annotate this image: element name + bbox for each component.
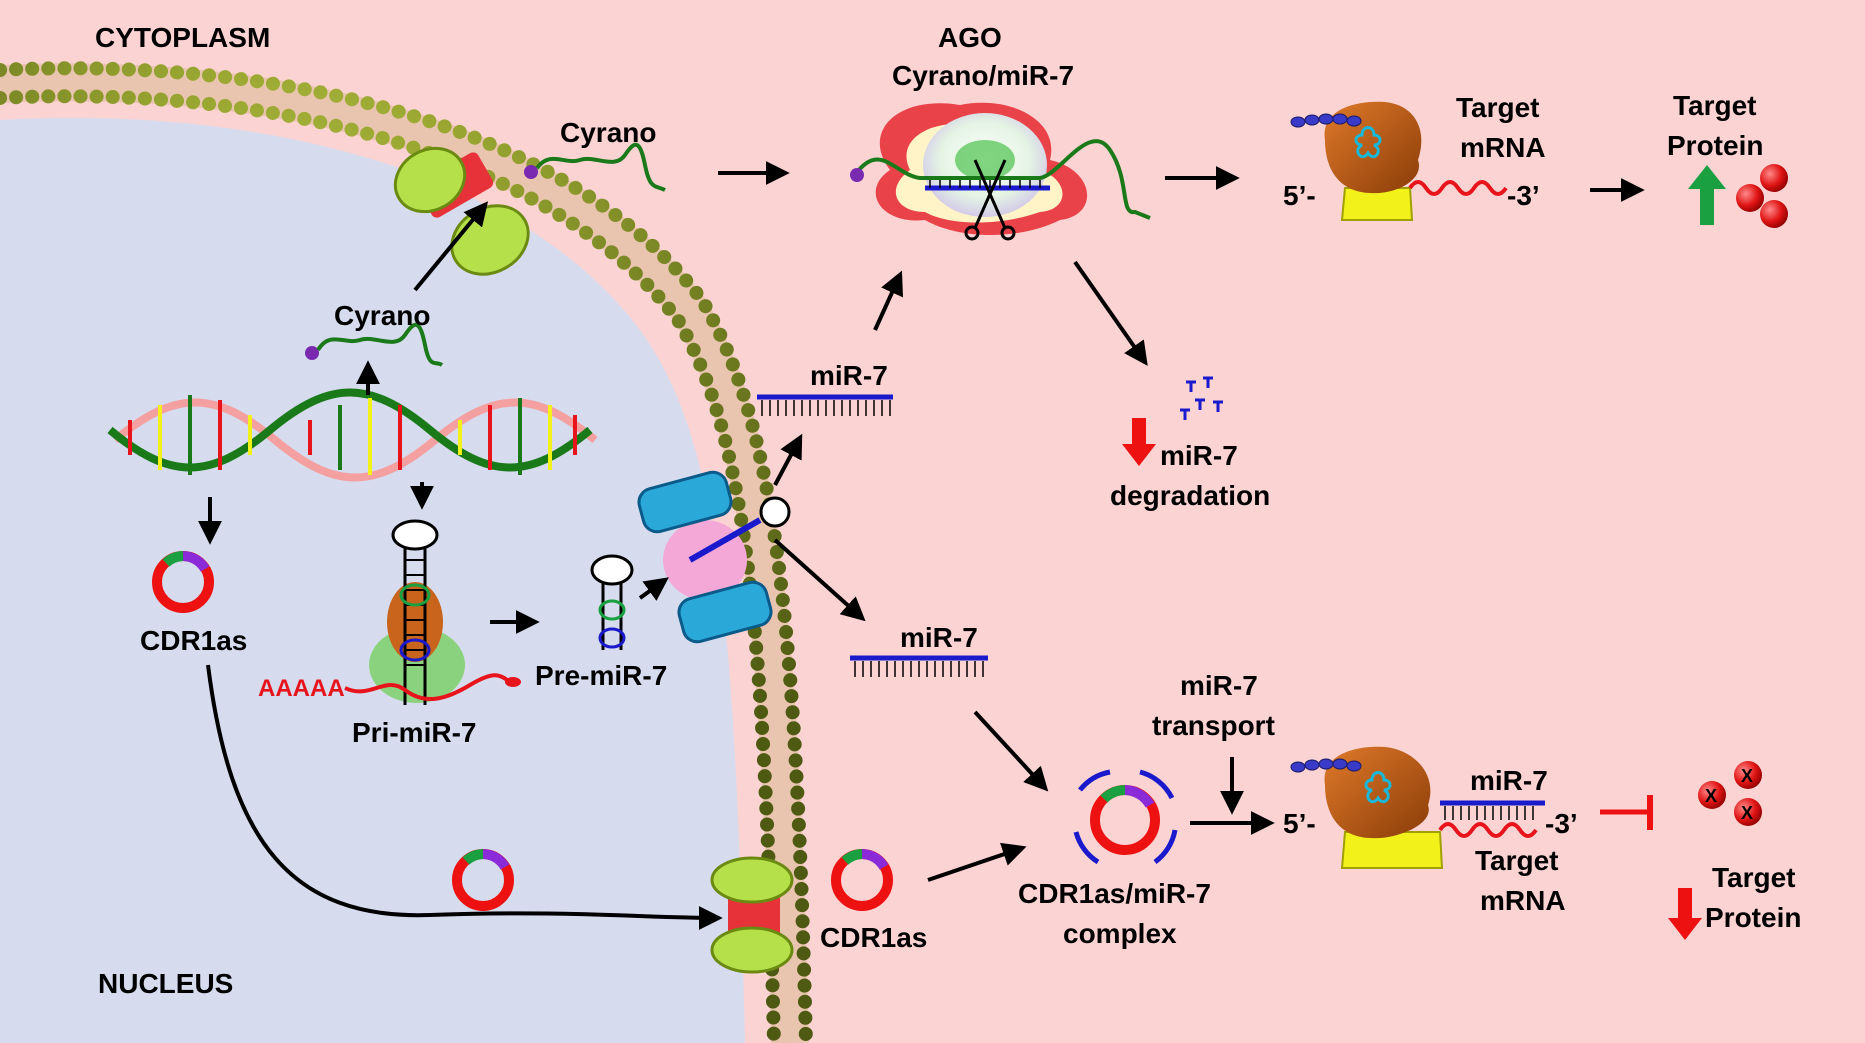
nuclear-envelope xyxy=(0,61,813,1043)
ago-cyrano-mir7-label: Cyrano/miR-7 xyxy=(892,60,1074,91)
ago-label: AGO xyxy=(938,22,1002,53)
cyrano-rna-cytoplasm xyxy=(524,142,666,192)
cdr1as-circle-transit xyxy=(452,849,514,911)
target-protein-bottom-label-2: Protein xyxy=(1705,902,1801,933)
ribosome-lower xyxy=(1290,746,1545,869)
cdr1as-circle-cytoplasm xyxy=(831,849,893,911)
arrow-down-icon xyxy=(1122,418,1156,466)
target-mrna-top-label-2: mRNA xyxy=(1460,132,1546,163)
cyrano-rna-nucleus xyxy=(305,322,444,367)
mir7-fragments xyxy=(1180,376,1223,420)
cdr1as-nucleus-label: CDR1as xyxy=(140,625,247,656)
transport-label-2: transport xyxy=(1152,710,1275,741)
dna-helix xyxy=(107,388,598,482)
cdr1as-circle-nucleus xyxy=(152,551,214,613)
pre-mir7-label: Pre-miR-7 xyxy=(535,660,667,691)
five-prime-bottom: 5’- xyxy=(1283,808,1316,839)
mir7-bound-label: miR-7 xyxy=(1470,765,1548,796)
transport-label-1: miR-7 xyxy=(1180,670,1258,701)
nucleus-region xyxy=(0,117,745,1043)
x-mark-2: X xyxy=(1741,766,1753,786)
cdr1as-mir7-complex xyxy=(1073,769,1178,865)
cytoplasm-label: CYTOPLASM xyxy=(95,22,270,53)
x-mark-3: X xyxy=(1741,803,1753,823)
polya-tail-label: AAAAA xyxy=(258,675,345,702)
pre-mir7-hairpin xyxy=(590,554,634,650)
target-protein-top-label-1: Target xyxy=(1673,90,1757,121)
target-protein-top-label-2: Protein xyxy=(1667,130,1763,161)
arrow-exportin-to-mir7-upper xyxy=(773,433,803,486)
degradation-label: degradation xyxy=(1110,480,1270,511)
pri-mir7-processing xyxy=(344,519,521,705)
mir7-lower-label: miR-7 xyxy=(900,622,978,653)
degradation-mir7-label: miR-7 xyxy=(1160,440,1238,471)
complex-label-2: complex xyxy=(1063,918,1177,949)
target-mrna-bottom-label-2: mRNA xyxy=(1480,885,1566,916)
pri-mir7-label: Pri-miR-7 xyxy=(352,717,476,748)
arrow-pre-to-exportin xyxy=(638,577,669,601)
ribosome-upper xyxy=(1290,101,1508,221)
scissors-icon xyxy=(964,159,1016,241)
arrow-cdr1as-export xyxy=(206,664,723,930)
protein-balls-up xyxy=(1736,164,1788,228)
arrow-up-icon xyxy=(1688,165,1726,225)
arrow-cyrano-export xyxy=(413,201,489,292)
x-mark-1: X xyxy=(1705,786,1717,806)
target-mrna-top-label-1: Target xyxy=(1456,92,1540,123)
cyrano-nucleus-label: Cyrano xyxy=(334,300,430,331)
protein-balls-down: X X X xyxy=(1698,761,1762,826)
arrow-down-icon xyxy=(1668,888,1702,940)
target-protein-bottom-label-1: Target xyxy=(1712,862,1796,893)
five-prime-top: 5’- xyxy=(1283,180,1316,211)
complex-label-1: CDR1as/miR-7 xyxy=(1018,878,1211,909)
arrow-mir7-to-complex xyxy=(973,710,1049,792)
target-mrna-bottom-label-1: Target xyxy=(1475,845,1559,876)
pathway-arrows xyxy=(198,161,1645,930)
nuclear-pore-lower xyxy=(710,856,794,974)
exportin-pore xyxy=(637,470,791,644)
mir7-upper-label: miR-7 xyxy=(810,360,888,391)
inhibition-bar-icon xyxy=(1600,795,1653,830)
arrow-exportin-to-mir7-lower xyxy=(773,538,866,622)
cyrano-cytoplasm-label: Cyrano xyxy=(560,117,656,148)
arrow-ago-to-degradation xyxy=(1073,260,1148,366)
arrow-mir7-to-ago xyxy=(873,270,903,331)
cdr1as-cytoplasm-label: CDR1as xyxy=(820,922,927,953)
three-prime-top: -3’ xyxy=(1507,180,1540,211)
arrow-cdr1as-to-complex xyxy=(927,842,1027,882)
mir7-strand-upper xyxy=(757,394,893,416)
three-prime-bottom: -3’ xyxy=(1545,808,1578,839)
nucleus-label: NUCLEUS xyxy=(98,968,233,999)
mir7-strand-lower xyxy=(850,655,988,677)
